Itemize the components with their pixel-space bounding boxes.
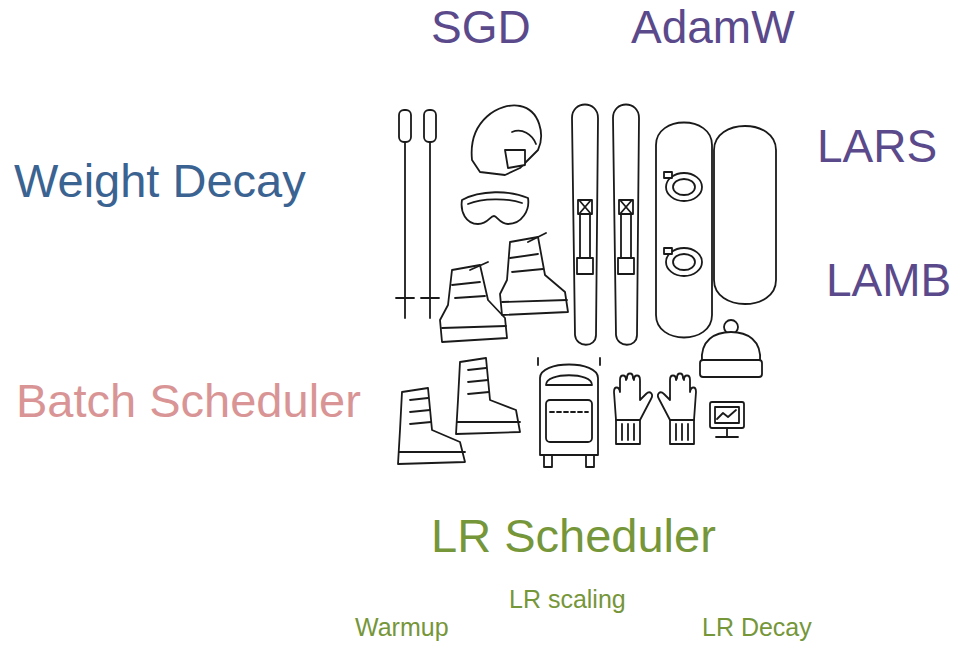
gloves [614,374,696,445]
optimizer-label: AdamW [631,4,795,50]
snow-boots [398,358,520,464]
sub-technique-label: Warmup [355,615,449,640]
technique-label: Weight Decay [14,157,306,204]
beanie [700,320,762,377]
technique-label: LR Scheduler [431,512,716,559]
optimizer-label: LARS [817,123,937,169]
ski-boots [440,233,568,342]
backpack [538,358,600,467]
optimizer-label: SGD [431,4,531,50]
ski-poles [396,110,439,318]
skis [572,105,639,345]
technique-label: Batch Scheduler [16,377,361,424]
helmet [472,105,541,175]
sub-technique-label: LR scaling [509,587,626,612]
monitor-device [710,402,744,437]
optimizer-label: LAMB [826,257,951,303]
sub-technique-label: LR Decay [702,615,812,640]
goggles [462,192,529,224]
snowboards [656,123,776,338]
